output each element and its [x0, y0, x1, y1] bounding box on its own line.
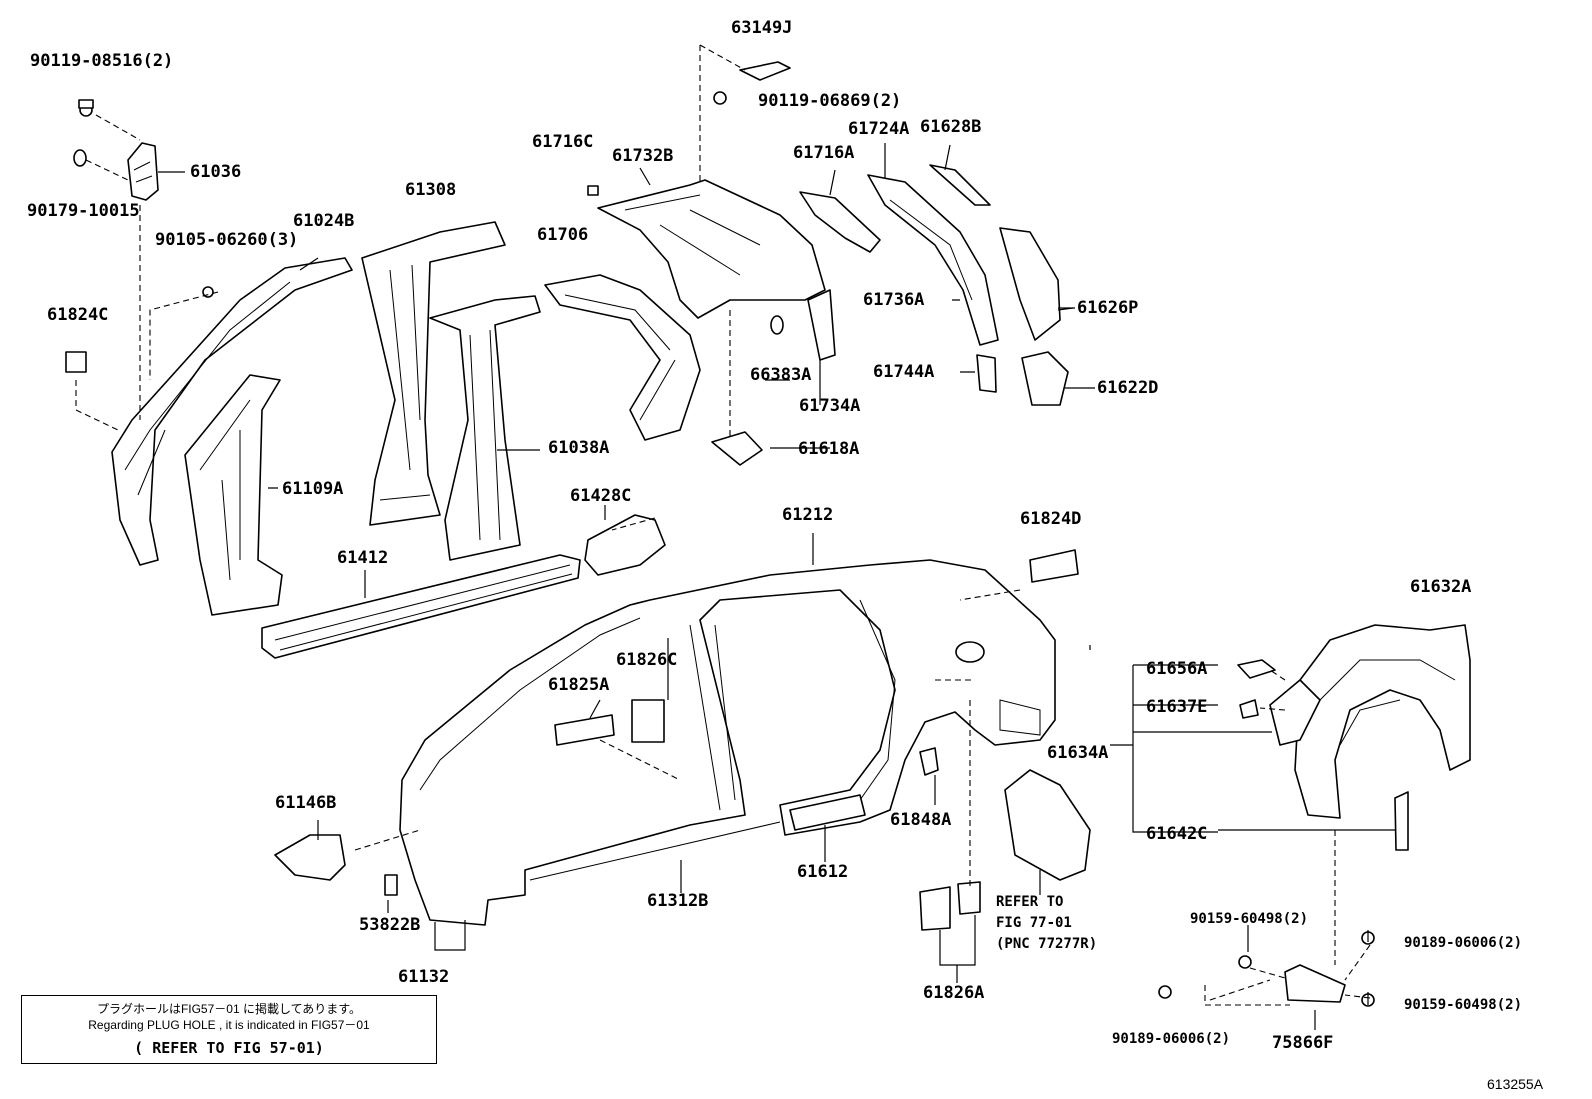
leader-lines: [75, 44, 1395, 1030]
panel-61109A: [184, 374, 283, 616]
label-61212[interactable]: 61212: [782, 505, 834, 525]
label-61132[interactable]: 61132: [398, 967, 450, 987]
note-line-en: Regarding PLUG HOLE , it is indicated in…: [88, 1018, 370, 1032]
label-90119-08516[interactable]: 90119-08516(2): [30, 51, 174, 71]
panel-61038A: [429, 295, 541, 561]
note-line-jp: プラグホールはFIG57－01 に掲載してあります。: [96, 1002, 362, 1016]
label-61312B[interactable]: 61312B: [647, 891, 709, 911]
label-90159-60498-a[interactable]: 90159-60498(2): [1190, 911, 1309, 927]
panel-61024B: [65, 257, 353, 566]
panel-61612: [789, 794, 866, 831]
label-90179-10015[interactable]: 90179-10015: [27, 201, 140, 221]
panel-61626P: [999, 227, 1061, 341]
bracket-63149J: [713, 61, 791, 105]
label-63149J[interactable]: 63149J: [731, 18, 793, 38]
label-61706[interactable]: 61706: [537, 225, 589, 245]
label-61824D[interactable]: 61824D: [1020, 509, 1082, 529]
label-61308[interactable]: 61308: [405, 180, 457, 200]
panel-61744A: [976, 354, 997, 393]
label-90105-06260[interactable]: 90105-06260(3): [155, 230, 299, 250]
label-53822B[interactable]: 53822B: [359, 915, 421, 935]
label-61716A[interactable]: 61716A: [793, 143, 855, 163]
panel-61618A: [711, 431, 763, 466]
panel-61724A: [867, 174, 999, 346]
panel-61146B: [274, 834, 346, 881]
label-90119-06869[interactable]: 90119-06869(2): [758, 91, 902, 111]
panel-fig-77-01: [1004, 769, 1091, 881]
label-90189-06006-a[interactable]: 90189-06006(2): [1404, 935, 1523, 951]
label-61612[interactable]: 61612: [797, 862, 849, 882]
label-61826C[interactable]: 61826C: [616, 650, 678, 670]
label-90159-60498-b[interactable]: 90159-60498(2): [1404, 997, 1523, 1013]
label-61628B[interactable]: 61628B: [920, 117, 982, 137]
refer-line-3: (PNC 77277R): [996, 936, 1098, 952]
panel-61628B: [929, 164, 991, 206]
panel-61734A: [770, 289, 836, 361]
figure-id: 613255A: [1487, 1076, 1544, 1092]
panel-61412: [261, 554, 581, 659]
bracket-61036: [73, 99, 159, 201]
panel-61212: [399, 559, 1056, 926]
label-61632A[interactable]: 61632A: [1410, 577, 1472, 597]
bracket-75866F: [1158, 931, 1375, 1007]
note-refer-link[interactable]: ( REFER TO FIG 57-01): [134, 1039, 324, 1057]
panel-61716A: [799, 191, 881, 253]
label-61744A[interactable]: 61744A: [873, 362, 935, 382]
panel-61632A: [1237, 624, 1471, 851]
panel-61428C: [584, 514, 666, 576]
label-61826A[interactable]: 61826A: [923, 983, 985, 1003]
label-61825A[interactable]: 61825A: [548, 675, 610, 695]
label-61109A[interactable]: 61109A: [282, 479, 344, 499]
label-61428C[interactable]: 61428C: [570, 486, 632, 506]
label-75866F[interactable]: 75866F: [1272, 1033, 1334, 1053]
label-61036[interactable]: 61036: [190, 162, 242, 182]
panel-61622D: [1021, 351, 1069, 406]
refer-line-1: REFER TO: [996, 894, 1064, 910]
refer-line-2[interactable]: FIG 77-01: [996, 915, 1072, 931]
plug-hole-note: プラグホールはFIG57－01 に掲載してあります。 Regarding PLU…: [21, 995, 437, 1064]
label-61642C[interactable]: 61642C: [1146, 824, 1208, 844]
label-61038A[interactable]: 61038A: [548, 438, 610, 458]
label-61716C[interactable]: 61716C: [532, 132, 594, 152]
label-61412[interactable]: 61412: [337, 548, 389, 568]
label-61848A[interactable]: 61848A: [890, 810, 952, 830]
label-61734A[interactable]: 61734A: [799, 396, 861, 416]
label-61656A[interactable]: 61656A: [1146, 659, 1208, 679]
label-66383A[interactable]: 66383A: [750, 365, 812, 385]
label-61618A[interactable]: 61618A: [798, 439, 860, 459]
panel-61308: [361, 221, 506, 526]
label-61634A[interactable]: 61634A: [1047, 743, 1109, 763]
label-61736A[interactable]: 61736A: [863, 290, 925, 310]
label-61724A[interactable]: 61724A: [848, 119, 910, 139]
label-61637E[interactable]: 61637E: [1146, 697, 1208, 717]
label-61732B[interactable]: 61732B: [612, 146, 674, 166]
label-61024B[interactable]: 61024B: [293, 211, 355, 231]
seal-blocks: [384, 549, 1079, 931]
panel-61732B: [544, 179, 826, 441]
label-90189-06006-b[interactable]: 90189-06006(2): [1112, 1031, 1231, 1047]
label-61626P[interactable]: 61626P: [1077, 298, 1139, 318]
label-61824C[interactable]: 61824C: [47, 305, 109, 325]
label-61622D[interactable]: 61622D: [1097, 378, 1159, 398]
label-61146B[interactable]: 61146B: [275, 793, 337, 813]
